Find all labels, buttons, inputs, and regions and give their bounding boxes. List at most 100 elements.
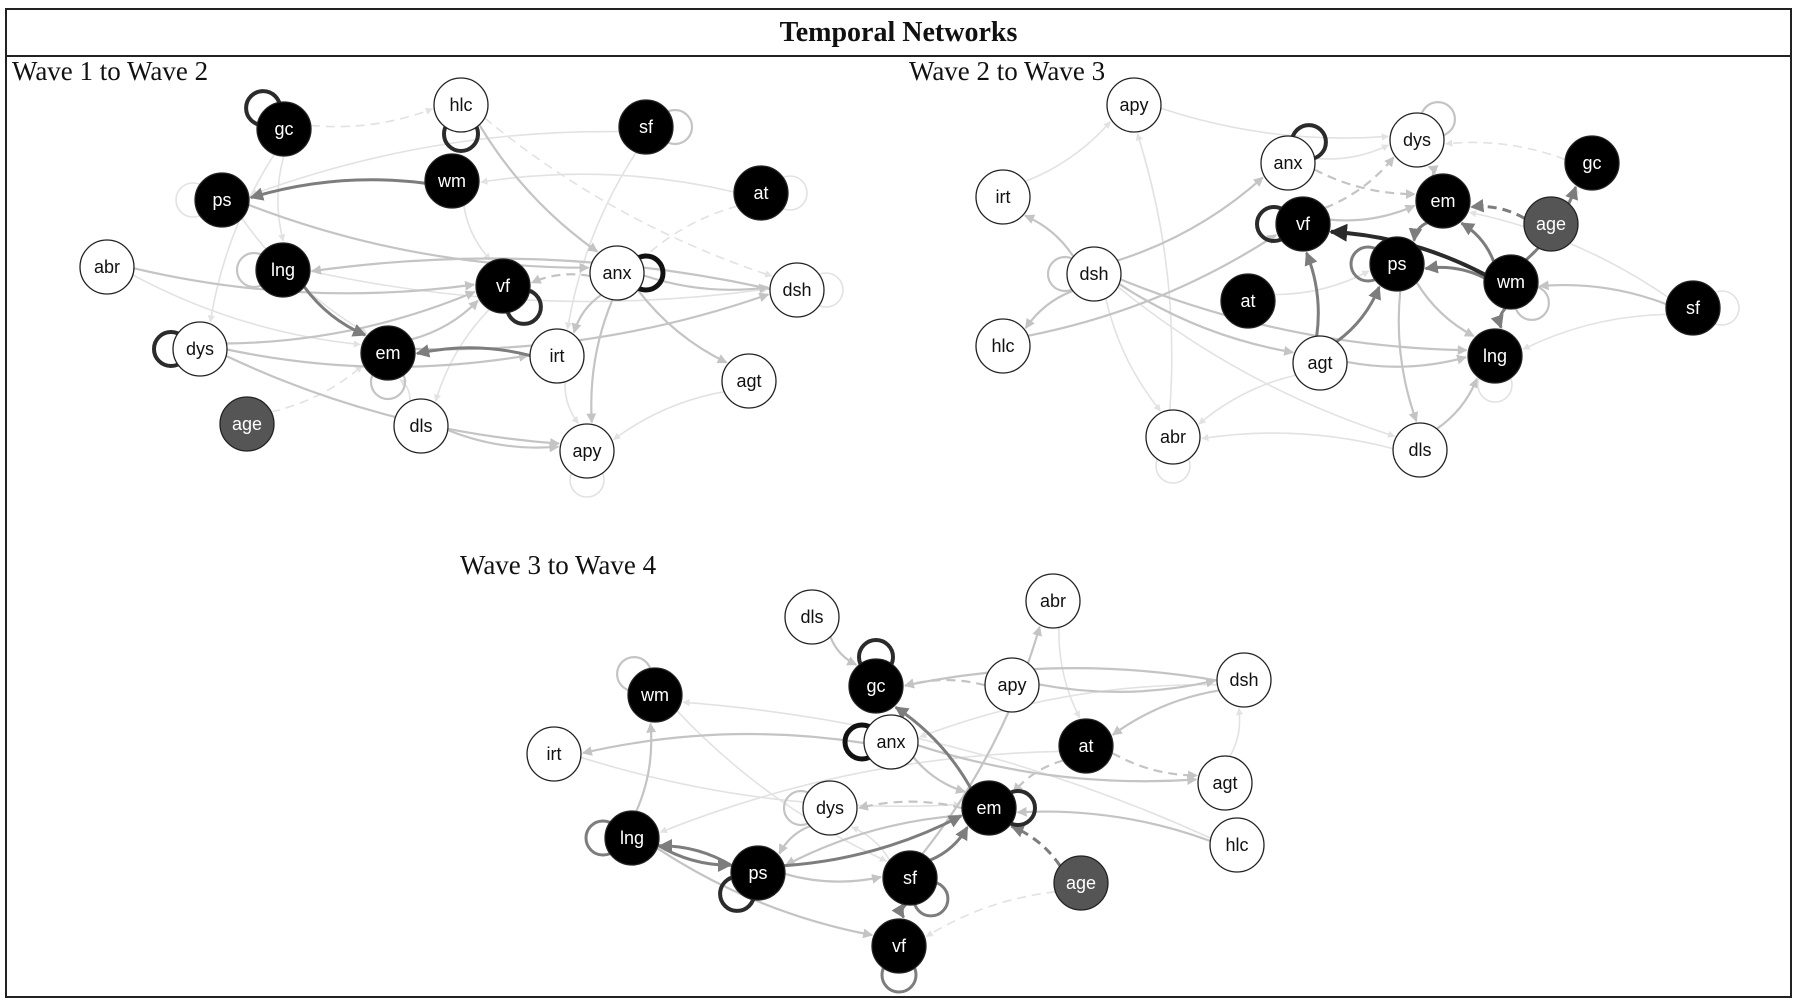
node-circle-lng bbox=[1467, 328, 1523, 384]
node-vf: vf bbox=[475, 258, 531, 314]
node-circle-dys bbox=[172, 321, 228, 377]
node-circle-age bbox=[219, 396, 275, 452]
edge-anx-to-em bbox=[1313, 168, 1416, 200]
node-label-lng: lng bbox=[271, 260, 295, 280]
node-circle-em bbox=[360, 325, 416, 381]
node-label-irt: irt bbox=[547, 744, 562, 764]
node-circle-dsh bbox=[1066, 246, 1122, 302]
node-circle-sf bbox=[882, 850, 938, 906]
node-anx: anx bbox=[863, 714, 919, 770]
edge-irt-to-em bbox=[580, 756, 961, 809]
node-circle-wm bbox=[424, 153, 480, 209]
node-label-gc: gc bbox=[866, 676, 885, 696]
node-label-wm: wm bbox=[640, 685, 669, 705]
node-circle-abr bbox=[1145, 409, 1201, 465]
node-ps: ps bbox=[194, 172, 250, 228]
node-label-apy: apy bbox=[997, 675, 1026, 695]
edge-em-to-vf bbox=[411, 299, 479, 341]
node-apy: apy bbox=[559, 423, 615, 479]
node-dsh: dsh bbox=[1216, 652, 1272, 708]
node-dys: dys bbox=[802, 780, 858, 836]
edge-dsh-to-dls bbox=[1117, 286, 1396, 438]
node-label-em: em bbox=[375, 343, 400, 363]
node-label-sf: sf bbox=[639, 117, 654, 137]
edge-abr-to-at bbox=[1058, 627, 1081, 719]
node-label-irt: irt bbox=[996, 187, 1011, 207]
node-circle-apy bbox=[1106, 77, 1162, 133]
node-irt: irt bbox=[975, 169, 1031, 225]
node-circle-dls bbox=[393, 398, 449, 454]
edge-abr-to-em bbox=[132, 274, 362, 348]
node-label-apy: apy bbox=[1119, 95, 1148, 115]
node-lng: lng bbox=[255, 242, 311, 298]
edge-ps-to-anx bbox=[248, 203, 590, 273]
edge-sf-to-wm bbox=[1538, 280, 1667, 306]
node-gc: gc bbox=[848, 658, 904, 714]
node-label-em: em bbox=[1430, 191, 1455, 211]
edge-wm-to-ps bbox=[1424, 260, 1485, 280]
node-circle-irt bbox=[526, 726, 582, 782]
node-label-dsh: dsh bbox=[1079, 264, 1108, 284]
node-label-irt: irt bbox=[550, 346, 565, 366]
edge-agt-to-ps bbox=[1335, 285, 1381, 343]
edge-lng-to-em bbox=[302, 285, 367, 337]
panel-title-wave3-wave4: Wave 3 to Wave 4 bbox=[460, 550, 657, 580]
edge-sf-to-ps bbox=[249, 130, 620, 197]
edge-at-to-ps bbox=[1274, 270, 1370, 296]
node-label-ps: ps bbox=[1387, 254, 1406, 274]
edge-age-to-vf bbox=[925, 891, 1056, 938]
edge-lng-to-wm bbox=[635, 722, 657, 812]
node-label-vf: vf bbox=[892, 936, 907, 956]
edge-apy-to-gc bbox=[904, 678, 986, 689]
node-label-at: at bbox=[1240, 291, 1255, 311]
node-label-age: age bbox=[232, 414, 262, 434]
edge-age-to-em bbox=[270, 365, 363, 413]
node-label-apy: apy bbox=[572, 441, 601, 461]
edge-at-to-agt bbox=[1111, 751, 1198, 781]
node-hlc: hlc bbox=[1209, 817, 1265, 873]
edge-dls-to-lng bbox=[1436, 377, 1479, 430]
edge-ps-to-sf bbox=[784, 872, 882, 884]
edge-anx-to-vf bbox=[530, 273, 591, 284]
node-label-em: em bbox=[976, 798, 1001, 818]
edge-agt-to-apy bbox=[613, 390, 725, 441]
node-label-dls: dls bbox=[800, 607, 823, 627]
node-dsh: dsh bbox=[1066, 246, 1122, 302]
node-label-wm: wm bbox=[1496, 272, 1525, 292]
node-label-lng: lng bbox=[1483, 346, 1507, 366]
edges-w3 bbox=[580, 625, 1244, 994]
node-circle-apy bbox=[984, 657, 1040, 713]
node-label-dsh: dsh bbox=[1229, 670, 1258, 690]
node-label-gc: gc bbox=[274, 119, 293, 139]
edge-vf-to-dls bbox=[434, 308, 490, 402]
node-circle-ps bbox=[194, 172, 250, 228]
node-circle-apy bbox=[559, 423, 615, 479]
edge-dys-to-vf bbox=[226, 290, 476, 345]
node-at: at bbox=[733, 165, 789, 221]
edge-wm-to-lng bbox=[1490, 307, 1507, 329]
node-circle-wm bbox=[627, 667, 683, 723]
node-em: em bbox=[360, 325, 416, 381]
node-circle-vf bbox=[871, 918, 927, 974]
node-circle-gc bbox=[256, 101, 312, 157]
node-label-at: at bbox=[753, 183, 768, 203]
node-circle-dls bbox=[784, 589, 840, 645]
node-circle-em bbox=[1415, 173, 1471, 229]
node-circle-at bbox=[1220, 273, 1276, 329]
node-circle-dsh bbox=[1216, 652, 1272, 708]
node-label-anx: anx bbox=[602, 263, 631, 283]
node-circle-wm bbox=[1483, 254, 1539, 310]
node-circle-irt bbox=[975, 169, 1031, 225]
panel-title-wave2-wave3: Wave 2 to Wave 3 bbox=[909, 56, 1106, 86]
edge-wm-to-sf bbox=[676, 710, 888, 862]
node-label-hlc: hlc bbox=[991, 336, 1014, 356]
edge-wm-to-ps bbox=[249, 178, 426, 201]
edge-dsh-to-anx bbox=[918, 683, 1218, 739]
edge-dsh-to-hlc bbox=[1024, 289, 1074, 329]
edge-dsh-to-lng bbox=[1120, 278, 1468, 355]
node-irt: irt bbox=[526, 726, 582, 782]
node-circle-em bbox=[961, 780, 1017, 836]
edge-anx-to-dys bbox=[1314, 144, 1390, 160]
